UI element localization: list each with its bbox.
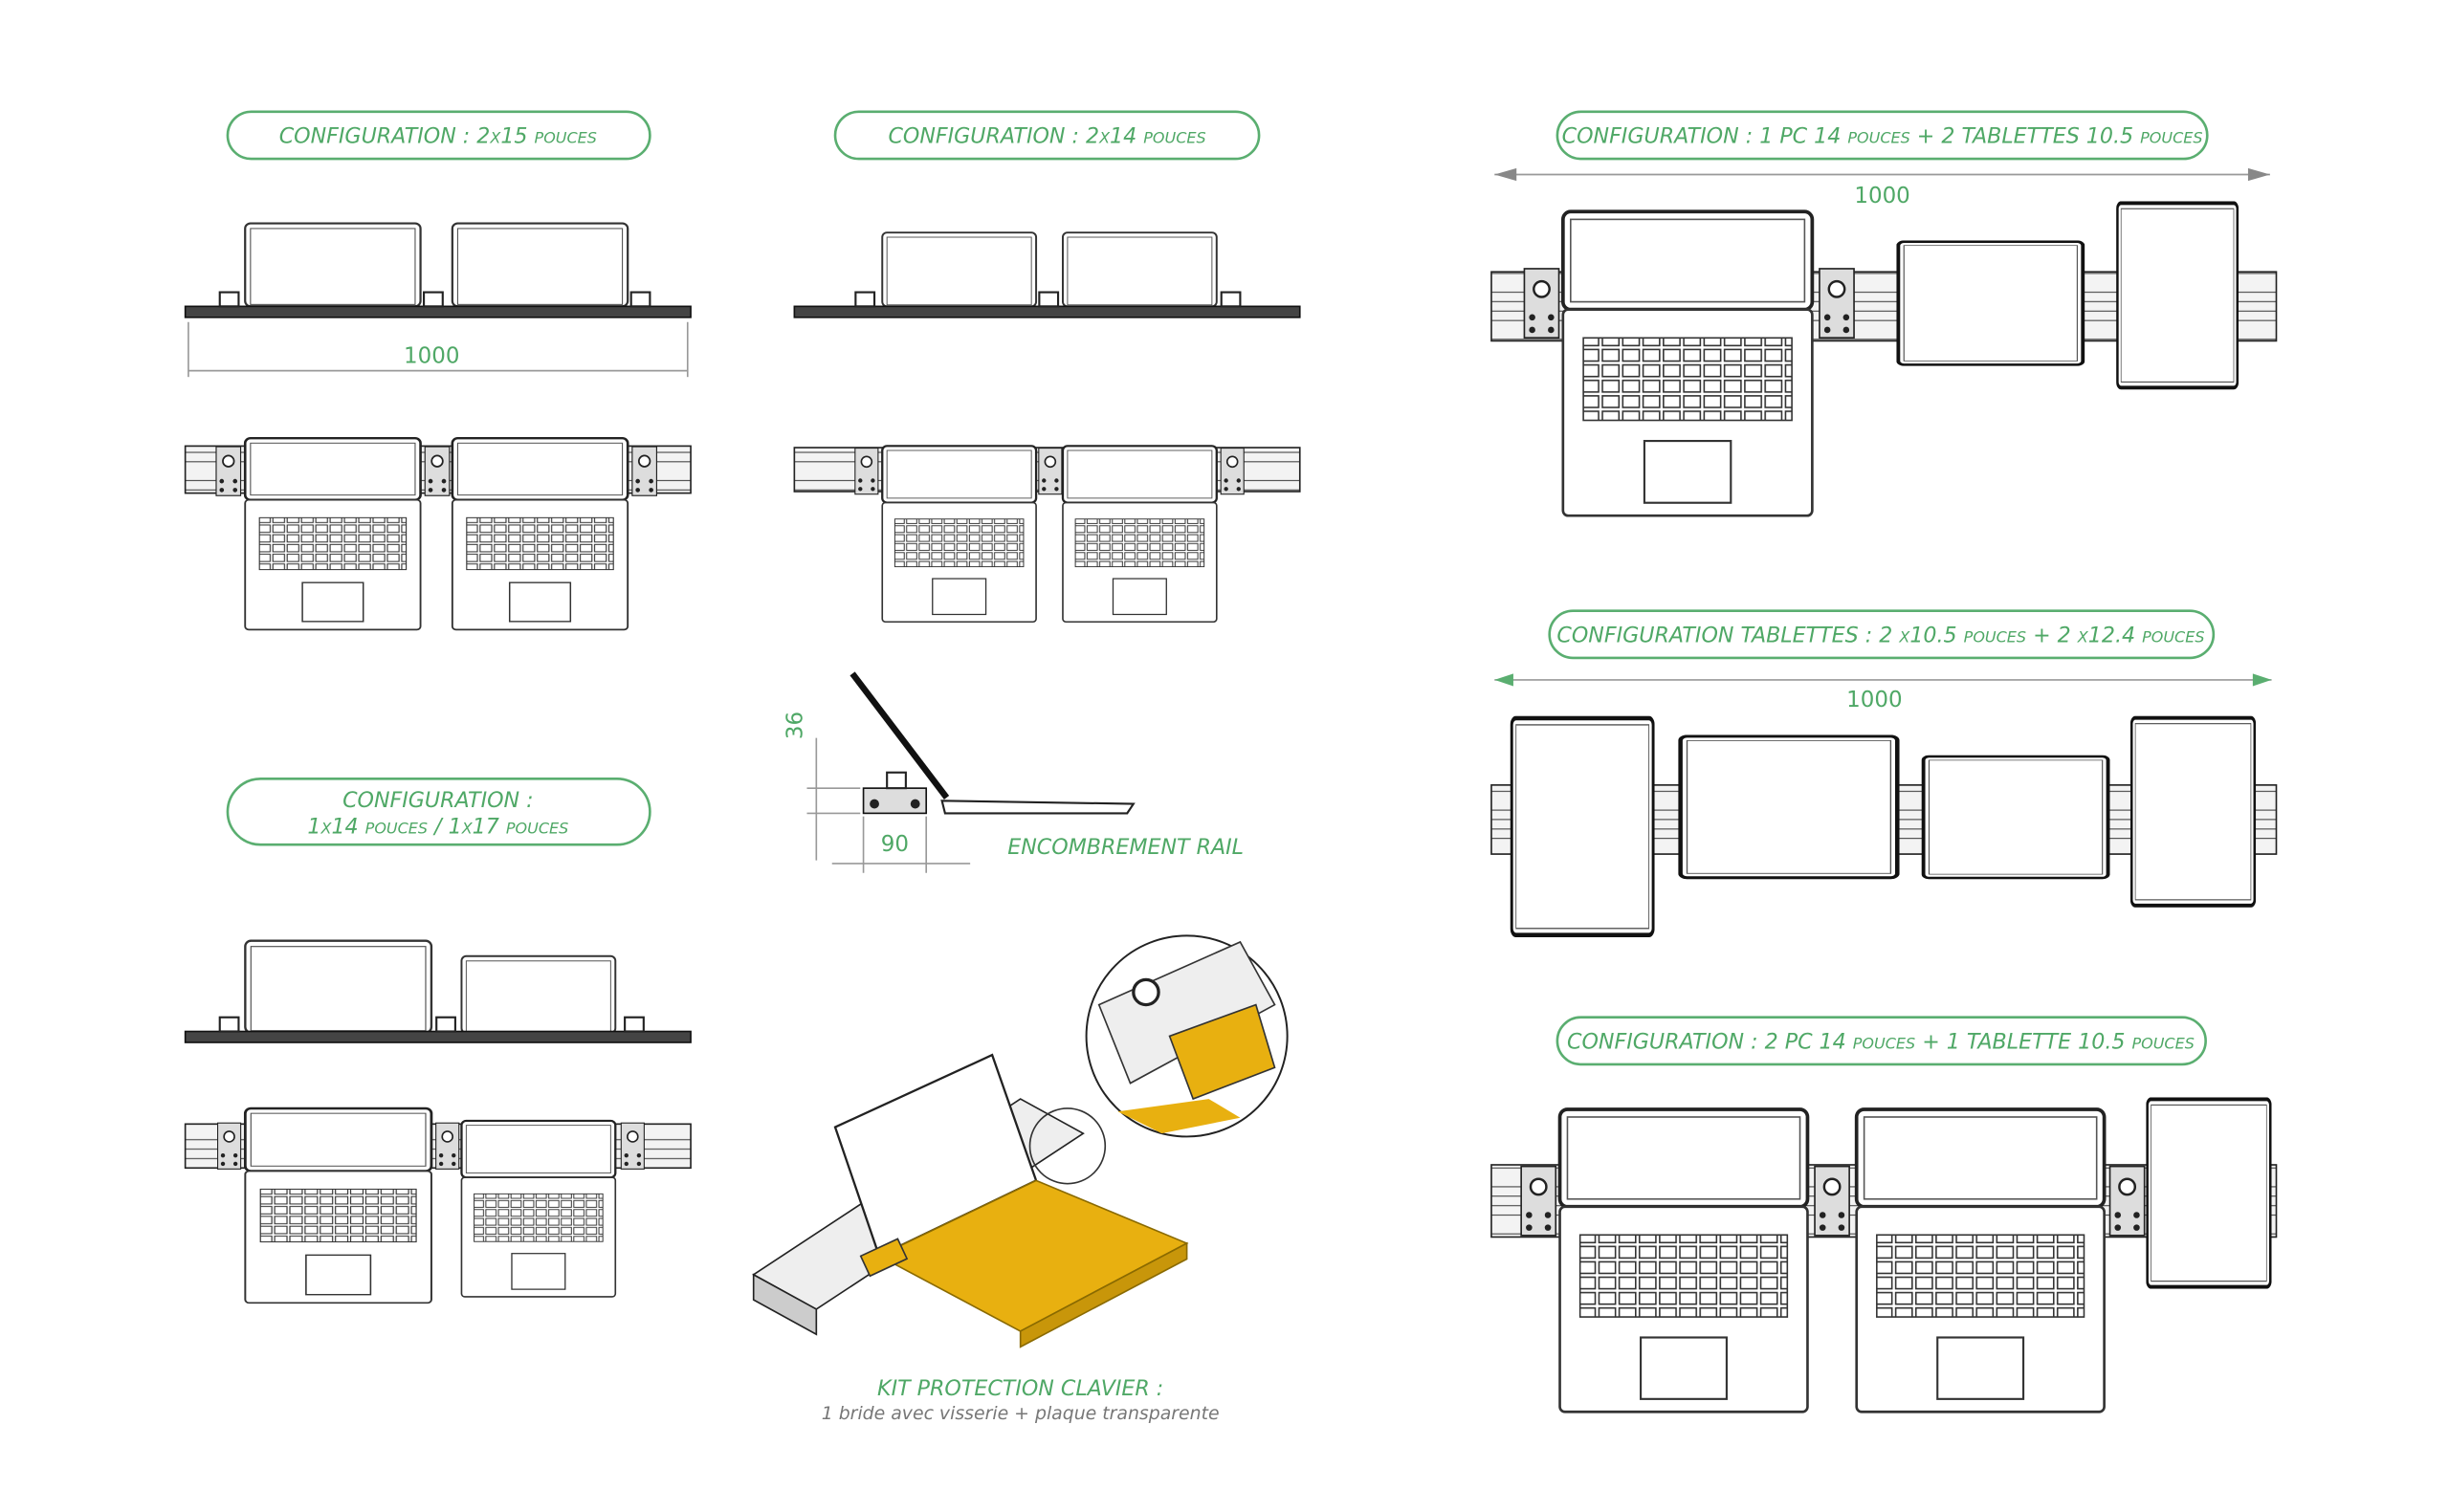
top-view — [184, 436, 692, 631]
laptop-side-view — [1061, 231, 1218, 308]
tablet — [1896, 240, 2085, 366]
config-2x15-label-pill — [226, 110, 651, 161]
laptop-screen-side — [849, 671, 950, 800]
config-pc-tablets: CONFIGURATION : 1 PC 14 pouces + 2 TABLE… — [1490, 110, 2278, 518]
laptop-side-view — [460, 954, 617, 1035]
laptop-top-view — [1560, 209, 1815, 518]
config-tablets-label: CONFIGURATION TABLETTES : 2 x10.5 pouces… — [1556, 624, 2204, 648]
config-2x15: CONFIGURATION : 2x15 pouces 1000 — [184, 110, 692, 631]
tablet — [2131, 718, 2255, 906]
laptop-side-view — [244, 222, 422, 308]
laptop-top-view — [243, 1107, 433, 1304]
keyboard-kit-title: KIT PROTECTION CLAVIER : — [877, 1376, 1163, 1401]
config-2x15-label: CONFIGURATION : 2x15 pouces — [279, 124, 597, 149]
keyboard-kit-description: 1 bride avec visserie + plaque transpare… — [822, 1403, 1220, 1424]
tablet — [2148, 1099, 2271, 1286]
laptop-side-view — [451, 222, 629, 308]
laptop-top-view — [1854, 1107, 2107, 1414]
dimension-width: 1000 — [404, 343, 459, 368]
rail-depth-dimension: 90 — [881, 832, 909, 857]
laptop-top-view — [1557, 1107, 1810, 1414]
config-mixed: CONFIGURATION : 1x14 pouces / 1x17 pouce… — [184, 777, 692, 1304]
rail-side — [793, 305, 1301, 318]
rail-height-dimension: 36 — [783, 712, 808, 739]
laptop-top-view — [460, 1119, 617, 1299]
config-pc-tablets-label: CONFIGURATION : 1 PC 14 pouces + 2 TABLE… — [1562, 124, 2203, 149]
laptop-top-view — [1061, 445, 1218, 624]
config-2x14: CONFIGURATION : 2x14 pouces — [793, 110, 1301, 624]
laptop-top-view — [451, 436, 629, 631]
tablet — [1921, 755, 2110, 880]
tablet — [2116, 201, 2239, 390]
config-mixed-label-line2: 1x14 pouces / 1x17 pouces — [307, 815, 568, 840]
side-view — [184, 222, 692, 318]
dimension-width: 1000 — [1846, 688, 1902, 712]
tablet — [1511, 718, 1653, 935]
config-2pc-tablet: CONFIGURATION : 2 PC 14 pouces + 1 TABLE… — [1490, 1016, 2278, 1414]
laptop-top-view — [243, 436, 422, 631]
laptop-side-view — [244, 939, 433, 1034]
laptop-side-view — [881, 231, 1038, 308]
dimension-width: 1000 — [1854, 184, 1909, 208]
tablet — [1681, 736, 1898, 878]
rail-footprint-title: ENCOMBREMENT RAIL — [1007, 835, 1244, 860]
rail-side — [184, 305, 692, 318]
laptop-top-view — [881, 445, 1038, 624]
config-2pc-tablet-label: CONFIGURATION : 2 PC 14 pouces + 1 TABLE… — [1567, 1030, 2195, 1055]
keyboard-protection-kit: KIT PROTECTION CLAVIER : 1 bride avec vi… — [752, 934, 1289, 1424]
config-2x14-label: CONFIGURATION : 2x14 pouces — [888, 124, 1205, 149]
config-mixed-label-line1: CONFIGURATION : — [342, 788, 534, 813]
config-tablets: CONFIGURATION TABLETTES : 2 x10.5 pouces… — [1490, 609, 2278, 935]
rail-footprint: 36 90 ENCOMBREMENT RAIL — [783, 671, 1244, 873]
